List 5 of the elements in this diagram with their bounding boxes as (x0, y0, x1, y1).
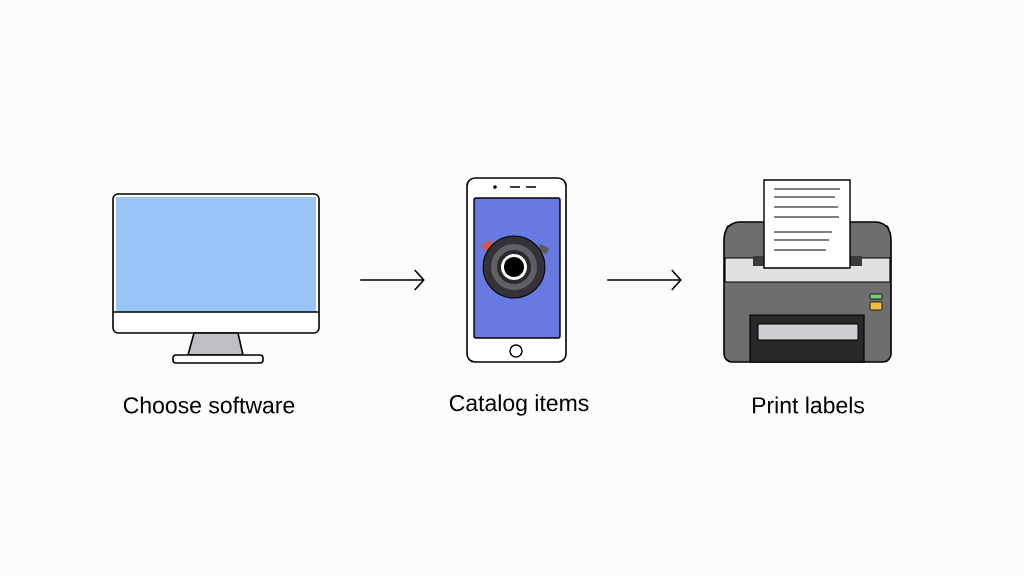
arrow (359, 269, 425, 291)
arrow (606, 269, 682, 291)
step-label: Print labels (753, 396, 864, 414)
step-label: Choose software (123, 396, 295, 414)
step-label: Catalog items (449, 394, 589, 416)
